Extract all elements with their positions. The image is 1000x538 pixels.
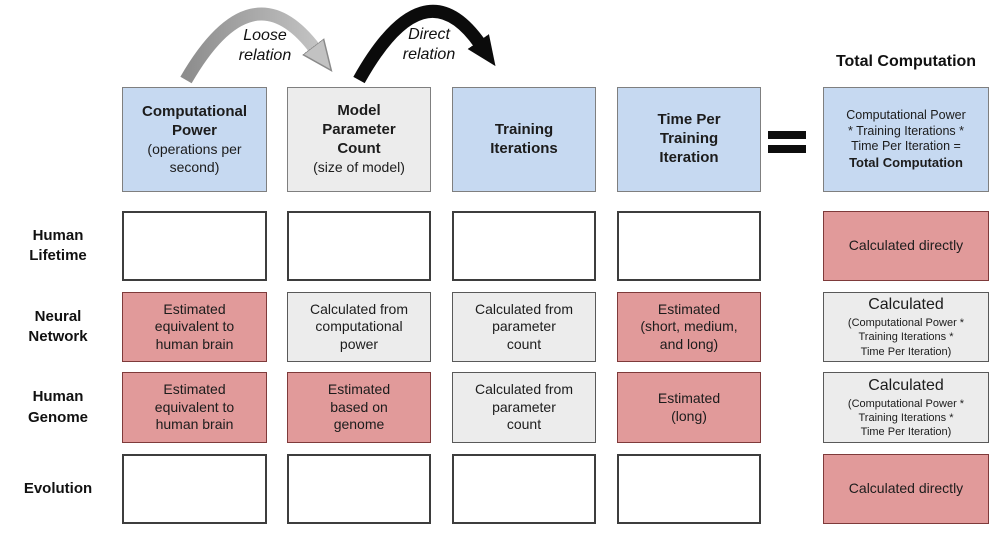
row-label-neural-network: Neural Network [28,307,88,345]
header-subtitle: (operations per second) [147,141,242,175]
direct-relation-arrow [353,4,496,84]
equals-bar-top [768,131,806,139]
row-label-human-genome: Human Genome [27,388,88,426]
header-time-per-training-iteration: Time Per Training Iteration [617,87,761,192]
header-training-iterations: Training Iterations [452,87,596,192]
direct-relation-label: Direct relation [402,26,456,63]
cell-human-lifetime-parameter-count [287,211,431,281]
equals-bar-bottom [768,145,806,153]
calculated-label: Calculated [868,376,944,394]
row-label-human-lifetime: Human Lifetime [29,226,87,264]
equals-sign [768,131,806,153]
cell-human-lifetime-training-iterations [452,211,596,281]
cell-human-genome-computational-power: Estimated equivalent to human brain [122,372,267,443]
header-title: Training Iterations [490,120,558,157]
header-total-computation: Computational Power * Training Iteration… [823,87,989,192]
total-computation-title: Total Computation [835,53,977,70]
header-title: Model Parameter Count [322,102,396,157]
header-subtitle: (size of model) [313,159,405,176]
calculated-label: Calculated [868,296,944,314]
cell-human-genome-parameter-count: Estimated based on genome [287,372,431,443]
cell-human-genome-time-per-iteration: Estimated (long) [617,372,761,443]
cell-evolution-training-iterations [452,454,596,524]
header-title: Time Per Training Iteration [657,111,721,166]
cell-evolution-total: Calculated directly [823,454,989,524]
header-title: Computational Power [142,102,247,139]
cell-evolution-time-per-iteration [617,454,761,524]
loose-relation-arrow [180,7,315,84]
cell-neural-network-computational-power: Estimated equivalent to human brain [122,292,267,362]
header-computational-power: Computational Power (operations per seco… [122,87,267,192]
cell-evolution-computational-power [122,454,267,524]
calculated-formula: (Computational Power * Training Iteratio… [847,317,965,358]
cell-human-genome-training-iterations: Calculated from parameter count [452,372,596,443]
total-formula: Computational Power * Training Iteration… [846,107,966,154]
cell-human-genome-total: Calculated (Computational Power * Traini… [823,372,989,443]
relation-arrows [180,4,496,84]
cell-neural-network-time-per-iteration: Estimated (short, medium, and long) [617,292,761,362]
calculated-formula: (Computational Power * Training Iteratio… [847,397,965,439]
cell-human-lifetime-computational-power [122,211,267,281]
cell-human-lifetime-time-per-iteration [617,211,761,281]
row-label-evolution: Evolution [23,479,93,497]
cell-human-lifetime-total: Calculated directly [823,211,989,281]
cell-neural-network-parameter-count: Calculated from computational power [287,292,431,362]
cell-evolution-parameter-count [287,454,431,524]
cell-neural-network-training-iterations: Calculated from parameter count [452,292,596,362]
cell-neural-network-total: Calculated (Computational Power * Traini… [823,292,989,362]
header-model-parameter-count: Model Parameter Count (size of model) [287,87,431,192]
loose-relation-label: Loose relation [238,27,292,64]
total-formula-result: Total Computation [849,154,963,170]
